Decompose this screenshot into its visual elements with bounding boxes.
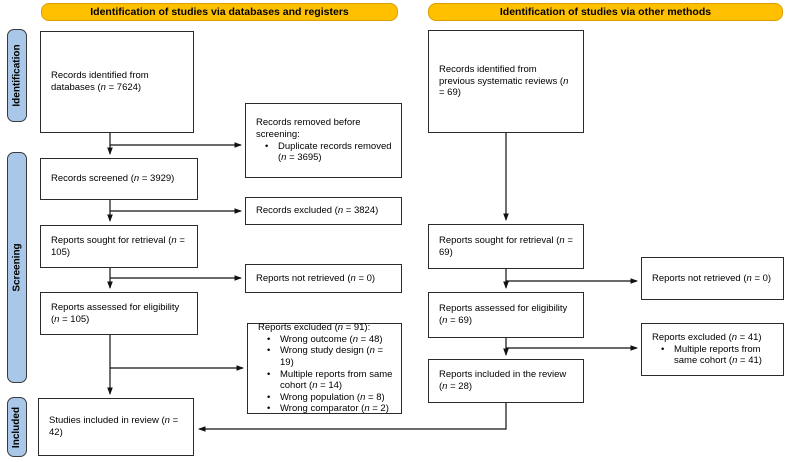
box-reports-sought-other: Reports sought for retrieval (n = 69) <box>428 224 584 269</box>
bullet-icon: • <box>267 391 271 403</box>
box-reports-excluded-databases: Reports excluded (n = 91): • Wrong outco… <box>247 322 402 415</box>
records-removed-bullet-duplicates: • Duplicate records removed (n = 3695) <box>265 140 392 164</box>
box-studies-included-review: Studies included in review (n = 42) <box>38 398 194 456</box>
bullet-icon: • <box>661 343 665 355</box>
excluded-other-bullet-multiple-reports: • Multiple reports from same cohort (n =… <box>661 343 762 367</box>
stage-label-screening: Screening <box>7 152 27 383</box>
box-records-identified-other: Records identified from previous systema… <box>428 30 584 133</box>
stage-label-included-text: Included <box>11 406 23 448</box>
bullet-icon: • <box>265 140 269 152</box>
excluded-bullet-wrong-outcome: • Wrong outcome (n = 48) <box>267 333 383 345</box>
header-other-methods: Identification of studies via other meth… <box>428 3 783 21</box>
box-records-removed-before-screening: Records removed before screening: • Dupl… <box>245 103 402 178</box>
bullet-icon: • <box>267 403 271 415</box>
bullet-icon: • <box>267 333 271 345</box>
box-reports-included-other: Reports included in the review (n = 28) <box>428 359 584 403</box>
box-records-excluded: Records excluded (n = 3824) <box>245 197 402 225</box>
box-reports-not-retrieved-other: Reports not retrieved (n = 0) <box>641 257 784 300</box>
reports-excluded-db-title: Reports excluded (n = 91): <box>258 322 371 334</box>
stage-label-identification-text: Identification <box>11 44 23 107</box>
box-reports-excluded-other: Reports excluded (n = 41) • Multiple rep… <box>641 323 784 376</box>
reports-excluded-other-title: Reports excluded (n = 41) <box>652 332 762 344</box>
bullet-icon: • <box>267 368 271 380</box>
stage-label-identification: Identification <box>7 29 27 122</box>
box-reports-sought-databases: Reports sought for retrieval (n = 105) <box>40 225 198 268</box>
box-reports-assessed-other: Reports assessed for eligibility (n = 69… <box>428 292 584 338</box>
box-reports-not-retrieved-databases: Reports not retrieved (n = 0) <box>245 264 402 293</box>
box-records-identified-databases: Records identified from databases (n = 7… <box>40 31 194 133</box>
bullet-icon: • <box>267 345 271 357</box>
excluded-bullet-wrong-design: • Wrong study design (n = 19) <box>267 345 384 368</box>
stage-label-included: Included <box>7 397 27 457</box>
box-records-identified-databases-text: Records identified from databases (n = 7… <box>51 70 149 93</box>
excluded-bullet-multiple-reports: • Multiple reports from same cohort (n =… <box>267 368 393 392</box>
box-records-screened: Records screened (n = 3929) <box>40 158 198 200</box>
stage-label-screening-text: Screening <box>11 243 23 292</box>
excluded-bullet-wrong-population: • Wrong population (n = 8) <box>267 391 385 403</box>
box-reports-assessed-databases: Reports assessed for eligibility (n = 10… <box>40 292 198 335</box>
box-records-removed-title: Records removed before screening: <box>256 117 361 140</box>
header-databases-registers: Identification of studies via databases … <box>41 3 398 21</box>
excluded-bullet-wrong-comparator: • Wrong comparator (n = 2) <box>267 403 389 415</box>
